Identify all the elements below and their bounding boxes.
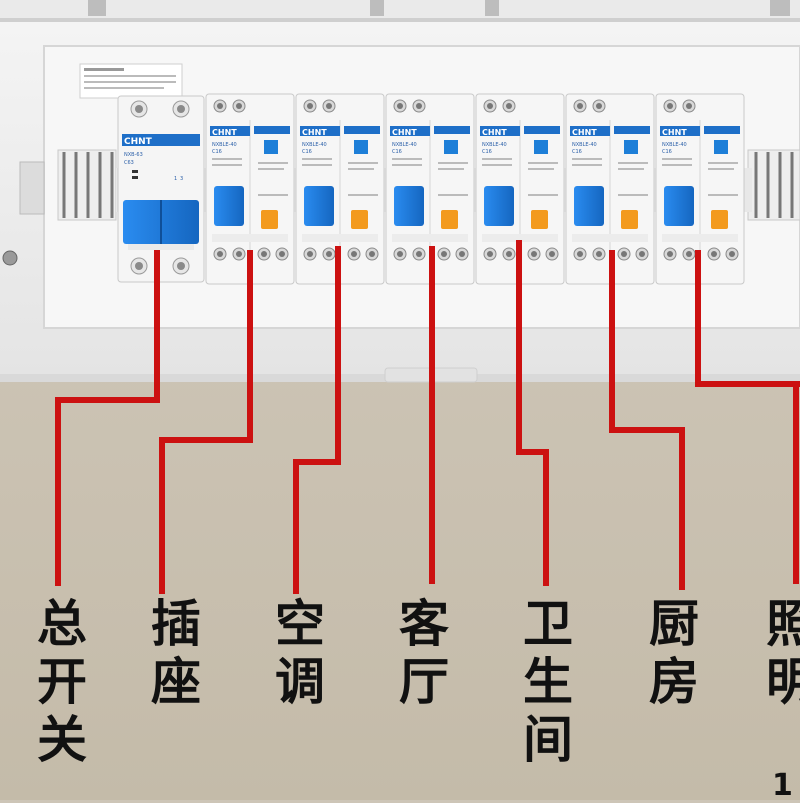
label-main-switch-char: 开 xyxy=(37,653,87,711)
rcbo-model: NXBLE-40 xyxy=(212,142,237,148)
rcbo-rating: C16 xyxy=(572,149,582,155)
rcbo-breaker-lighting[interactable]: CHNT NXBLE-40 C16 xyxy=(655,93,745,285)
label-main-switch-char: 总 xyxy=(37,595,87,653)
rcbo-test-button[interactable] xyxy=(531,210,548,229)
rcbo-brand: CHNT xyxy=(662,128,687,137)
left-side-clamp xyxy=(19,149,117,221)
rcbo-breaker-air-conditioner[interactable]: CHNT NXBLE-40 C16 xyxy=(295,93,385,285)
top-rail xyxy=(0,0,800,22)
cut-off-number: 1 xyxy=(772,768,793,803)
rcbo-handle[interactable] xyxy=(304,186,334,226)
main-breaker-pole-mark-1: 1 xyxy=(174,176,177,182)
rcbo-handle[interactable] xyxy=(214,186,244,226)
rcbo-rating: C16 xyxy=(482,149,492,155)
label-air-conditioner-char: 空 xyxy=(275,595,325,653)
label-lighting-char: 照 xyxy=(766,595,800,653)
wire-socket xyxy=(159,250,253,594)
label-lighting: 照 明 xyxy=(766,595,800,711)
right-side-clamp xyxy=(747,149,800,221)
rcbo-brand: CHNT xyxy=(572,128,597,137)
rcbo-rating: C16 xyxy=(392,149,402,155)
rcbo-test-button[interactable] xyxy=(711,210,728,229)
wire-kitchen xyxy=(609,250,685,590)
label-bathroom-char: 间 xyxy=(523,711,573,769)
label-kitchen-char: 房 xyxy=(649,653,699,711)
rcbo-test-button[interactable] xyxy=(621,210,638,229)
main-breaker-model: NXB-63 xyxy=(124,152,143,158)
main-breaker-brand: CHNT xyxy=(124,137,153,147)
wire-air-conditioner xyxy=(293,246,341,594)
rcbo-rating: C16 xyxy=(302,149,312,155)
rcbo-model: NXBLE-40 xyxy=(572,142,597,148)
rcbo-rating: C16 xyxy=(662,149,672,155)
label-living-room: 客 厅 xyxy=(394,595,454,711)
main-breaker-rating: C63 xyxy=(124,160,134,166)
main-breaker[interactable]: CHNT NXB-63 C63 1 3 xyxy=(117,95,205,283)
rcbo-breaker-bathroom[interactable]: CHNT NXBLE-40 C16 xyxy=(475,93,565,285)
rcbo-handle[interactable] xyxy=(574,186,604,226)
rcbo-model: NXBLE-40 xyxy=(482,142,507,148)
label-bathroom-char: 生 xyxy=(523,653,573,711)
label-kitchen-char: 厨 xyxy=(649,595,699,653)
label-living-room-char: 客 xyxy=(399,595,449,653)
rcbo-brand: CHNT xyxy=(212,128,237,137)
rcbo-model: NXBLE-40 xyxy=(662,142,687,148)
rcbo-model: NXBLE-40 xyxy=(302,142,327,148)
label-lighting-char: 明 xyxy=(766,653,800,711)
rcbo-test-button[interactable] xyxy=(441,210,458,229)
rcbo-breaker-kitchen[interactable]: CHNT NXBLE-40 C16 xyxy=(565,93,655,285)
rcbo-handle[interactable] xyxy=(484,186,514,226)
label-air-conditioner-char: 调 xyxy=(275,653,325,711)
rcbo-model: NXBLE-40 xyxy=(392,142,417,148)
label-bathroom: 卫 生 间 xyxy=(518,595,578,769)
label-living-room-char: 厅 xyxy=(399,653,449,711)
rcbo-test-button[interactable] xyxy=(261,210,278,229)
label-main-switch: 总 开 关 xyxy=(32,595,92,769)
rcbo-handle[interactable] xyxy=(394,186,424,226)
main-breaker-pole-mark-3: 3 xyxy=(180,176,183,182)
label-bathroom-char: 卫 xyxy=(523,595,573,653)
rcbo-brand: CHNT xyxy=(482,128,507,137)
rcbo-breaker-socket[interactable]: CHNT NXBLE-40 C16 xyxy=(205,93,295,285)
label-socket-char: 插 xyxy=(151,595,201,653)
mounting-screw xyxy=(2,250,18,266)
label-socket: 插 座 xyxy=(146,595,206,711)
wire-main-switch xyxy=(55,250,160,586)
label-socket-char: 座 xyxy=(151,653,201,711)
wire-bathroom xyxy=(516,240,549,586)
label-main-switch-char: 关 xyxy=(37,711,87,769)
rcbo-test-button[interactable] xyxy=(351,210,368,229)
rcbo-brand: CHNT xyxy=(302,128,327,137)
rcbo-handle[interactable] xyxy=(664,186,694,226)
label-kitchen: 厨 房 xyxy=(644,595,704,711)
rcbo-brand: CHNT xyxy=(392,128,417,137)
wire-lighting xyxy=(695,250,800,387)
rcbo-rating: C16 xyxy=(212,149,222,155)
label-air-conditioner: 空 调 xyxy=(270,595,330,711)
